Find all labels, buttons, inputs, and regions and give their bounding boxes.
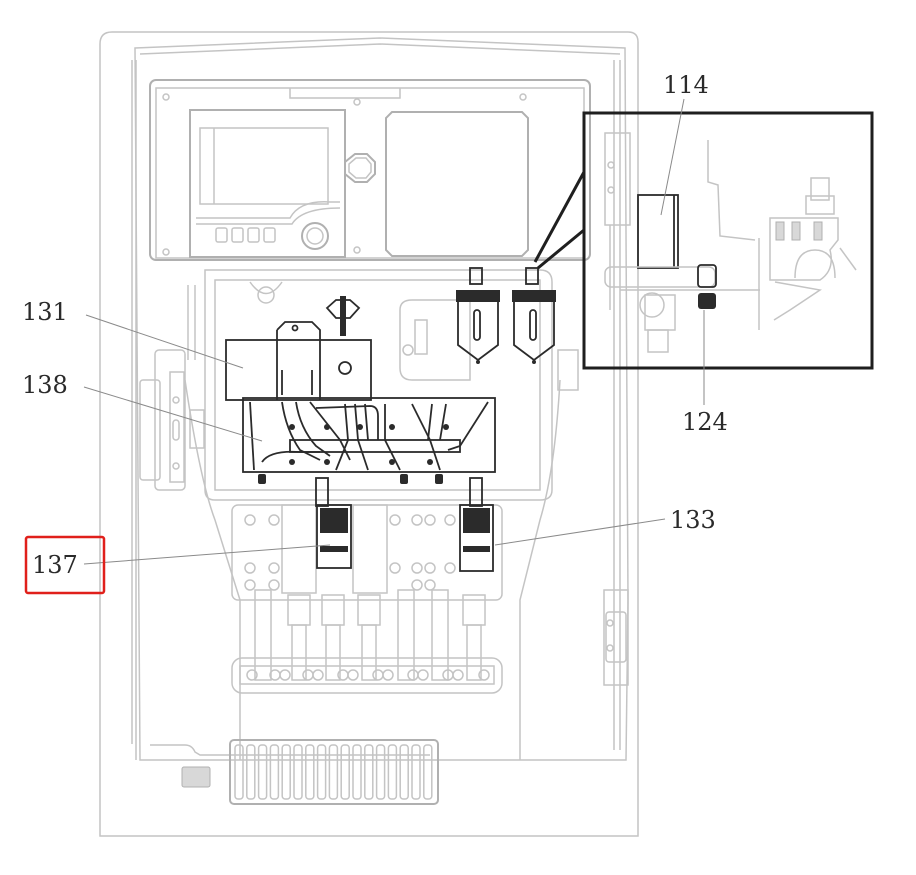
vent-slot: [387, 744, 398, 800]
component-133: [459, 477, 494, 572]
vent-slot: [375, 744, 386, 800]
door-latch: [139, 349, 205, 491]
callout-114: 114: [663, 71, 709, 99]
electronics-panel: [149, 79, 591, 261]
leader-138: [83, 386, 263, 442]
terminal-cover: [385, 111, 529, 257]
callout-137: 137: [32, 551, 78, 579]
vent-slot: [340, 744, 350, 800]
callout-124: 124: [682, 408, 728, 436]
vent-slot: [269, 744, 280, 800]
cable-gland: [344, 153, 376, 183]
vent-slot: [423, 744, 433, 800]
vent-slot: [411, 744, 421, 800]
vent-slot: [328, 744, 339, 800]
valve-block-area: [231, 477, 503, 601]
callout-133: 133: [670, 506, 716, 534]
vent-slot: [293, 744, 303, 800]
component-131: [225, 296, 372, 401]
cabinet-housing: [99, 31, 639, 837]
pump-array: [231, 589, 503, 694]
leader-114: [660, 98, 685, 216]
callout-137-highlight-box: [24, 535, 106, 595]
leader-lines: [83, 98, 705, 565]
vent-slot: [316, 744, 327, 800]
door-hinge: [603, 589, 629, 686]
vent-slot: [281, 744, 291, 800]
vent-slot: [352, 744, 362, 800]
detail-inset: [533, 111, 874, 370]
component-138: [242, 397, 496, 484]
vent-slot: [305, 744, 315, 800]
vent-slot: [257, 744, 268, 800]
vent-slot: [364, 744, 374, 800]
vent-grille: [150, 739, 439, 805]
vent-slot: [399, 744, 409, 800]
leader-131: [85, 314, 244, 369]
component-137: [315, 477, 352, 569]
callout-138: 138: [22, 371, 68, 399]
inner-tray: [184, 269, 561, 760]
display-module: [189, 109, 346, 258]
vent-slot: [234, 744, 244, 800]
leader-133: [494, 518, 666, 546]
filter-units: [456, 267, 579, 391]
callout-labels: 131 138 137 133 114 124: [22, 71, 728, 595]
vent-slot: [246, 744, 256, 800]
callout-131: 131: [22, 298, 68, 326]
leader-137: [83, 544, 331, 565]
